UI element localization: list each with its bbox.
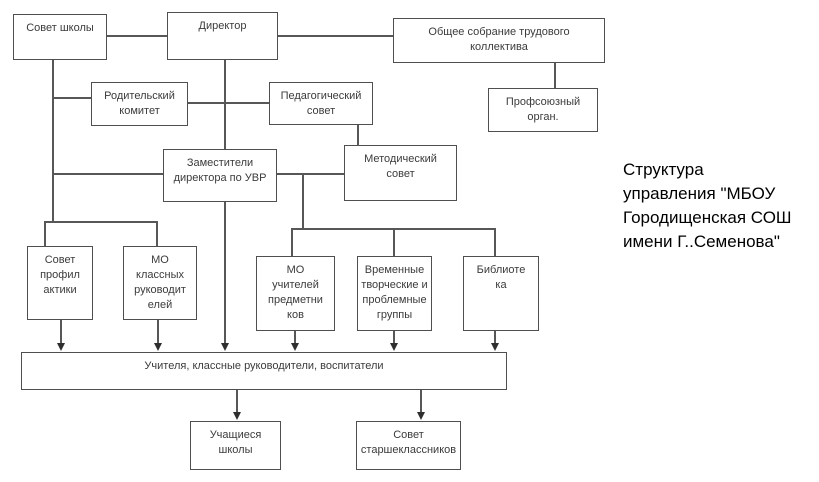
connector-line <box>302 173 304 229</box>
connector-line <box>278 35 393 37</box>
connector-line <box>44 221 158 223</box>
diagram-caption: Структура управления "МБОУ Городищенская… <box>623 160 792 251</box>
box-school-council: Совет школы <box>13 14 107 60</box>
box-general-staff-meeting: Общее собрание трудового коллектива <box>393 18 605 63</box>
box-parent-committee: Родительский комитет <box>91 82 188 126</box>
box-students: Учащиеся школы <box>190 421 281 470</box>
connector-line <box>53 173 163 175</box>
connector-line <box>52 60 54 222</box>
connector-line <box>236 390 238 413</box>
connector-line <box>224 202 226 344</box>
connector-line <box>60 320 62 344</box>
box-library: Библиоте ка <box>463 256 539 331</box>
connector-line <box>291 228 293 256</box>
arrow-down-icon <box>221 343 229 351</box>
box-director: Директор <box>167 12 278 60</box>
connector-line <box>294 331 296 344</box>
connector-line <box>156 221 158 246</box>
connector-line <box>44 221 46 246</box>
box-temporary-creative-groups: Временные творческие и проблемные группы <box>357 256 432 331</box>
arrow-down-icon <box>417 412 425 420</box>
connector-line <box>53 97 91 99</box>
box-methodical-council: Методический совет <box>344 145 457 201</box>
box-senior-students-council: Совет старшеклассников <box>356 421 461 470</box>
connector-line <box>107 35 167 37</box>
arrow-down-icon <box>390 343 398 351</box>
connector-line <box>494 331 496 344</box>
box-prevention-council: Совет профил актики <box>27 246 93 320</box>
box-mo-subject-teachers: МО учителей предметни ков <box>256 256 335 331</box>
arrow-down-icon <box>57 343 65 351</box>
box-mo-class-teachers: МО классных руководит елей <box>123 246 197 320</box>
box-pedagogical-council: Педагогический совет <box>269 82 373 125</box>
connector-line <box>393 228 395 256</box>
arrow-down-icon <box>491 343 499 351</box>
connector-line <box>393 331 395 344</box>
connector-line <box>420 390 422 413</box>
box-deputy-directors: Заместители директора по УВР <box>163 149 277 202</box>
arrow-down-icon <box>233 412 241 420</box>
connector-line <box>494 228 496 256</box>
box-trade-union-body: Профсоюзный орган. <box>488 88 598 132</box>
connector-line <box>188 102 269 104</box>
box-teachers-bar: Учителя, классные руководители, воспитат… <box>21 352 507 390</box>
connector-line <box>224 60 226 149</box>
connector-line <box>554 63 556 88</box>
connector-line <box>277 173 344 175</box>
connector-line <box>357 125 359 146</box>
connector-line <box>157 320 159 344</box>
arrow-down-icon <box>291 343 299 351</box>
arrow-down-icon <box>154 343 162 351</box>
